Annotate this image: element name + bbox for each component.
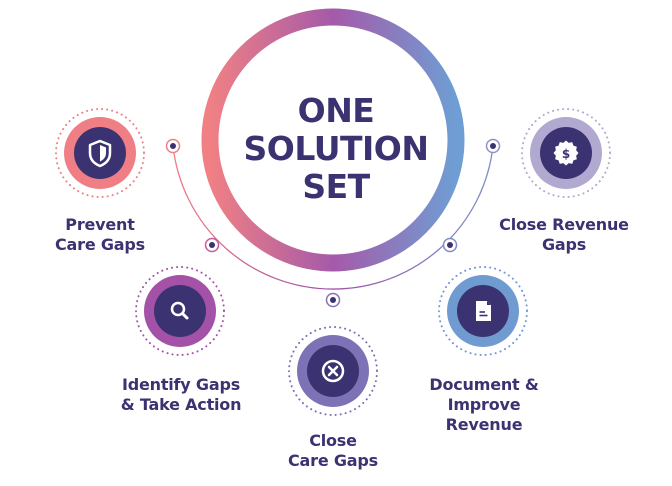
arc-node [442, 237, 458, 253]
label-line: Prevent [65, 215, 135, 234]
arc-node [325, 292, 341, 308]
label-close-care-gaps: Close Care Gaps [263, 431, 403, 471]
step-identify-gaps [135, 266, 225, 356]
label-identify-gaps: Identify Gaps & Take Action [100, 375, 262, 415]
document-icon [476, 301, 491, 321]
step-document-improve-revenue [438, 266, 528, 356]
label-prevent-care-gaps: Prevent Care Gaps [30, 215, 170, 255]
label-document-improve-revenue: Document & Improve Revenue [405, 375, 563, 435]
label-close-revenue-gaps: Close Revenue Gaps [486, 215, 642, 255]
center-title: ONE SOLUTION SET [230, 92, 442, 206]
label-line: Identify Gaps [121, 375, 241, 394]
shield-icon [88, 139, 112, 168]
connector-arc [172, 145, 494, 290]
search-icon [170, 301, 189, 320]
step-close-revenue-gaps: $ [521, 108, 611, 198]
dollar-badge-icon: $ [553, 140, 579, 166]
arc-node [485, 138, 501, 154]
arc-node [204, 237, 220, 253]
label-line: Close Revenue [499, 215, 629, 234]
label-line: Improve [447, 395, 521, 414]
label-line: & Take Action [120, 395, 242, 414]
label-line: Gaps [541, 235, 587, 254]
svg-text:$: $ [562, 147, 570, 161]
label-line: Close [309, 431, 357, 450]
arc-node [165, 138, 181, 154]
label-line: Care Gaps [288, 451, 378, 470]
label-line: Revenue [445, 415, 523, 434]
step-close-care-gaps [288, 326, 378, 416]
center-ring [201, 8, 465, 272]
step-prevent-care-gaps [55, 108, 145, 198]
close-circle-icon [321, 359, 345, 383]
title-line: ONE [297, 91, 375, 130]
label-line: Care Gaps [55, 235, 145, 254]
title-line: SOLUTION [243, 129, 429, 168]
title-line: SET [302, 167, 370, 206]
label-line: Document & [429, 375, 539, 394]
